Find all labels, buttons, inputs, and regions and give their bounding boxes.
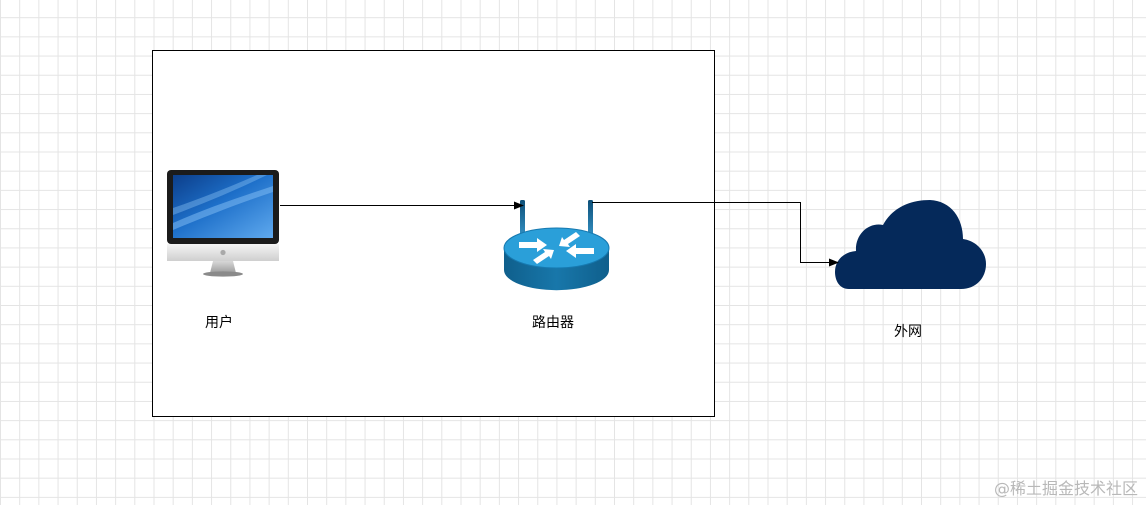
watermark: @稀土掘金技术社区	[993, 479, 1138, 498]
router-label: 路由器	[532, 315, 574, 331]
internet-label: 外网	[894, 324, 922, 340]
user-label: 用户	[205, 315, 233, 331]
computer-icon[interactable]	[167, 168, 280, 278]
router-icon[interactable]	[503, 196, 610, 292]
cloud-icon[interactable]	[835, 200, 986, 290]
